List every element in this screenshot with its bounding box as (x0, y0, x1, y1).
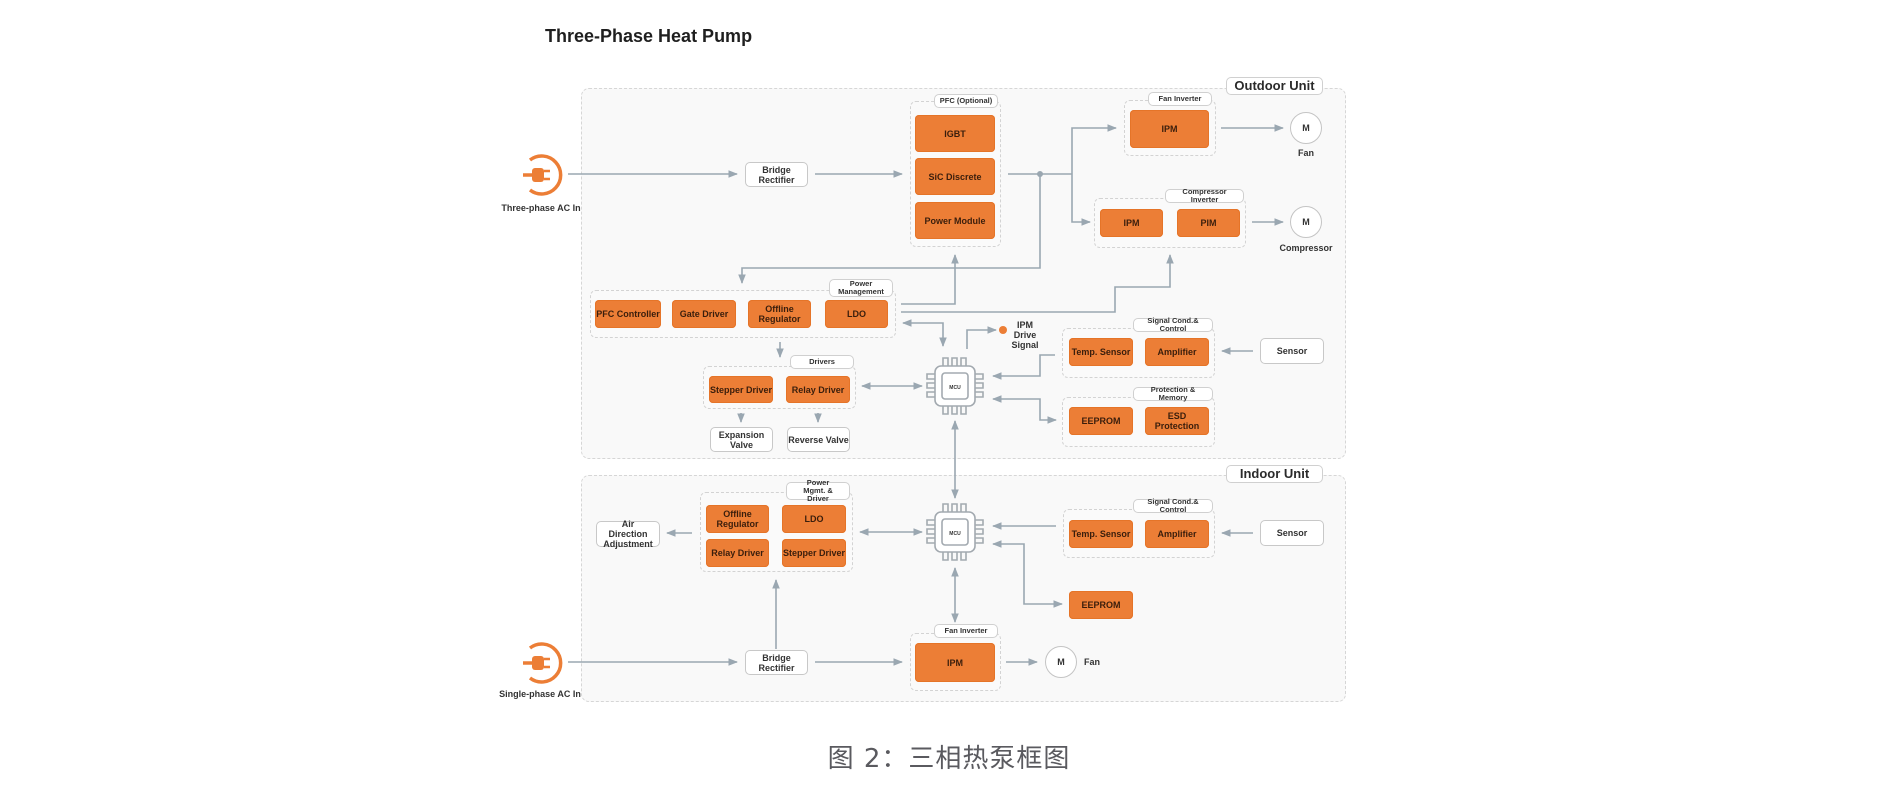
outdoor-unit-label: Outdoor Unit (1226, 77, 1323, 95)
fan-ipm-block: IPM (1130, 110, 1209, 148)
compressor-motor-icon: M (1290, 206, 1322, 238)
relay-driver-block-indoor: Relay Driver (706, 539, 769, 567)
ldo-block-indoor: LDO (782, 505, 846, 533)
ipm-drive-signal-label: IPM Drive Signal (1011, 320, 1039, 350)
sic-discrete-block: SiC Discrete (915, 158, 995, 195)
pfc-tag: PFC (Optional) (934, 94, 998, 108)
signal-cond-tag-outdoor: Signal Cond.& Control (1133, 317, 1213, 333)
drivers-tag: Drivers (790, 355, 854, 369)
power-module-block: Power Module (915, 202, 995, 239)
figure-caption: 图 2：三相热泵框图 (827, 744, 1071, 774)
single-phase-ac-label: Single-phase AC In (499, 689, 581, 699)
temp-sensor-block-outdoor: Temp. Sensor (1069, 338, 1133, 366)
eeprom-block-indoor: EEPROM (1069, 591, 1133, 619)
compressor-pim-block: PIM (1177, 209, 1240, 237)
power-driver-tag: Power Mgmt. & Driver (786, 479, 850, 503)
bridge-rectifier-outdoor: Bridge Rectifier (745, 162, 808, 187)
line-bus-to-fan-inverter (1071, 124, 1117, 174)
fan-inverter-tag: Fan Inverter (1148, 92, 1212, 106)
indoor-unit-label: Indoor Unit (1226, 465, 1323, 483)
amplifier-block-indoor: Amplifier (1145, 520, 1209, 548)
fan-ipm-block-indoor: IPM (915, 643, 995, 682)
mcu-label-outdoor: MCU (949, 385, 961, 391)
air-direction-adjustment: Air Direction Adjustment (596, 519, 660, 549)
reverse-valve: Reverse Valve (787, 427, 850, 452)
power-management-tag: Power Management (829, 279, 893, 297)
ipm-drive-signal-dot (999, 326, 1007, 334)
line-power-mgmt-to-pfc (901, 254, 959, 305)
temp-sensor-block-indoor: Temp. Sensor (1069, 520, 1133, 548)
amplifier-block-outdoor: Amplifier (1145, 338, 1209, 366)
relay-driver-block: Relay Driver (786, 376, 850, 403)
sensor-indoor: Sensor (1260, 520, 1324, 546)
pfc-controller-block: PFC Controller (595, 300, 661, 328)
signal-cond-tag-indoor: Signal Cond.& Control (1133, 498, 1213, 514)
mcu-chip-icon-outdoor (926, 357, 984, 415)
power-plug-icon-single-phase (523, 642, 563, 684)
compressor-motor-label: Compressor (1279, 243, 1333, 253)
line-mcu-protection (992, 395, 1057, 424)
mcu-label-indoor: MCU (949, 531, 961, 537)
protection-memory-tag: Protection & Memory (1133, 386, 1213, 402)
ldo-block: LDO (825, 300, 888, 328)
compressor-inverter-tag: Compressor Inverter (1165, 188, 1244, 204)
line-power-mgmt-to-compressor (901, 254, 1174, 313)
fan-motor-label: Fan (1297, 148, 1314, 158)
line-mcu-power-mgmt (902, 319, 947, 347)
fan-motor-label-indoor: Fan (1084, 657, 1101, 667)
gate-driver-block: Gate Driver (672, 300, 736, 328)
line-mcu-to-ipm-drive (966, 326, 997, 349)
mcu-chip-icon-indoor (926, 503, 984, 561)
compressor-ipm-block: IPM (1100, 209, 1163, 237)
line-signal-cond-to-mcu (992, 354, 1055, 380)
igbt-block: IGBT (915, 115, 995, 152)
eeprom-block-outdoor: EEPROM (1069, 407, 1133, 435)
fan-motor-icon-indoor: M (1045, 646, 1077, 678)
diagram-title: Three-Phase Heat Pump (545, 26, 753, 46)
sensor-outdoor: Sensor (1260, 338, 1324, 364)
bus-junction-dot (1037, 171, 1043, 177)
stepper-driver-block: Stepper Driver (709, 376, 773, 403)
fan-inverter-tag-indoor: Fan Inverter (934, 624, 998, 638)
power-plug-icon-three-phase (523, 154, 563, 196)
three-phase-ac-label: Three-phase AC In (501, 203, 581, 213)
stepper-driver-block-indoor: Stepper Driver (782, 539, 846, 567)
line-bus-to-compressor-inverter (1071, 174, 1091, 226)
esd-protection-block: ESD Protection (1145, 407, 1209, 435)
offline-regulator-block: Offline Regulator (748, 300, 811, 328)
offline-regulator-block-indoor: Offline Regulator (706, 505, 769, 533)
bridge-rectifier-indoor: Bridge Rectifier (745, 650, 808, 675)
line-indoor-mcu-eeprom (992, 540, 1063, 608)
line-bus-to-power-mgmt (738, 174, 1041, 284)
fan-motor-icon: M (1290, 112, 1322, 144)
expansion-valve: Expansion Valve (710, 427, 773, 452)
